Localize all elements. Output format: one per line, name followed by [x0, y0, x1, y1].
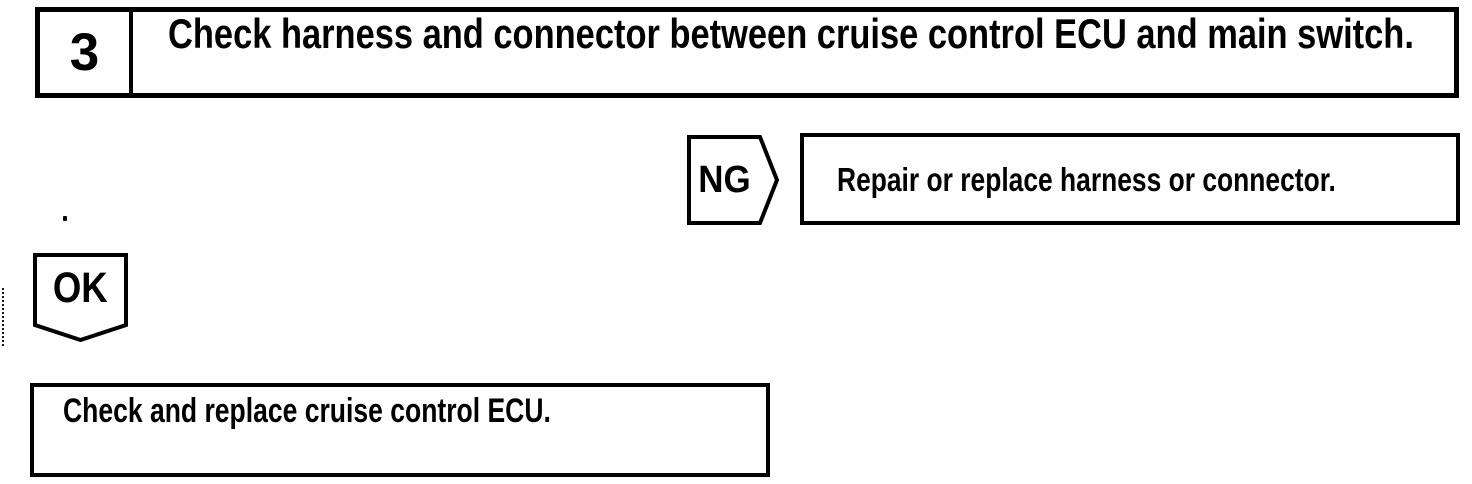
ok-label-wrap: OK [33, 267, 128, 310]
scan-speck [63, 216, 67, 221]
ng-connector: NG [687, 135, 779, 225]
step-number: 3 [69, 23, 100, 82]
ok-connector: OK [33, 253, 128, 342]
page-edge-dotted-line [2, 288, 4, 346]
ng-label-wrap: NG [687, 135, 761, 225]
ng-result-box: Repair or replace harness or connector. [800, 133, 1460, 225]
step-instruction-cell: Check harness and connector between crui… [133, 12, 1454, 93]
step-box: 3 Check harness and connector between cr… [35, 7, 1459, 98]
right-arrow-pentagon-icon [687, 135, 779, 225]
ng-label: NG [697, 159, 751, 201]
ng-pentagon-shape [687, 135, 779, 225]
down-arrow-pentagon-icon [33, 253, 128, 342]
ok-result-text: Check and replace cruise control ECU. [63, 392, 551, 430]
step-instruction-text: Check harness and connector between crui… [168, 12, 1414, 57]
ok-pentagon-shape [33, 253, 128, 342]
step-number-cell: 3 [40, 12, 133, 93]
ng-result-text: Repair or replace harness or connector. [837, 160, 1336, 198]
ok-result-box: Check and replace cruise control ECU. [30, 383, 770, 477]
ok-label: OK [53, 264, 108, 312]
